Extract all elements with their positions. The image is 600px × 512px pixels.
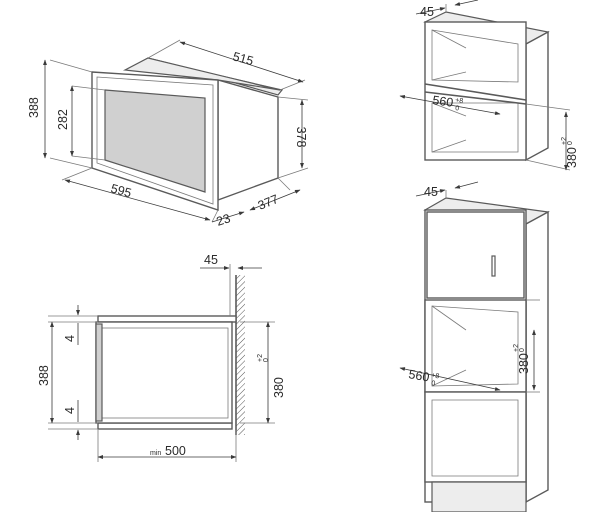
tall-cab-niche-tol-lower: 0: [519, 348, 526, 352]
oven-frame-depth-label: 23: [215, 211, 233, 229]
min-label: min: [150, 450, 161, 457]
bottom-gap-label: 4: [63, 407, 77, 414]
wall-offset-label: 45: [204, 253, 218, 267]
wall-cab-width-tol-upper: +8: [455, 97, 464, 105]
oven-width-label: 515: [231, 49, 255, 68]
tall-cabinet-view: 45 560 +8 0 380 +2 0: [399, 181, 550, 512]
wall-cab-width-tol-lower: 0: [455, 105, 460, 112]
oven-front-width-label: 595: [109, 181, 133, 200]
niche-height-value: 380: [272, 377, 286, 398]
wall-cab-niche-label: 380: [565, 147, 579, 168]
tall-cab-offset-label: 45: [424, 185, 438, 199]
tall-cab-niche-label: 380: [517, 353, 531, 374]
side-section-view: 45 4 4 388 380 +2 0 min 500: [37, 253, 286, 462]
top-gap-label: 4: [63, 335, 77, 342]
tall-cab-width-label: 560: [407, 367, 430, 384]
oven-3d-view: 515 388 282 378 595 23 377: [27, 39, 309, 229]
tall-cab-width-tol-upper: +8: [431, 372, 440, 380]
oven-body-depth-label: 377: [256, 192, 281, 213]
tall-cab-width-tol-lower: 0: [431, 380, 436, 388]
section-height-label: 388: [37, 365, 51, 386]
oven-height-inner-label: 282: [56, 109, 70, 130]
wall-hatch: [236, 275, 245, 435]
oven-height-outer-label: 388: [27, 97, 41, 118]
wall-cab-offset-label: 45: [420, 5, 434, 19]
tall-cab-niche-tol-upper: +2: [513, 344, 520, 352]
wall-cabinet-view: 45 560 +8 0 380 +2 0: [399, 0, 579, 171]
wall-cab-width-label: 560: [432, 93, 455, 110]
upper-door: [426, 211, 525, 299]
niche-tol-lower: 0: [263, 358, 270, 362]
oven-depth-top-label: 378: [294, 127, 308, 148]
door-handle: [491, 255, 496, 277]
wall-cab-niche-tol-lower: 0: [567, 141, 574, 145]
min-depth-label: 500: [165, 444, 186, 458]
niche-height-label: 380: [272, 377, 286, 398]
niche-tol-upper: +2: [257, 354, 264, 362]
wall-cab-niche-tol-upper: +2: [561, 137, 568, 145]
